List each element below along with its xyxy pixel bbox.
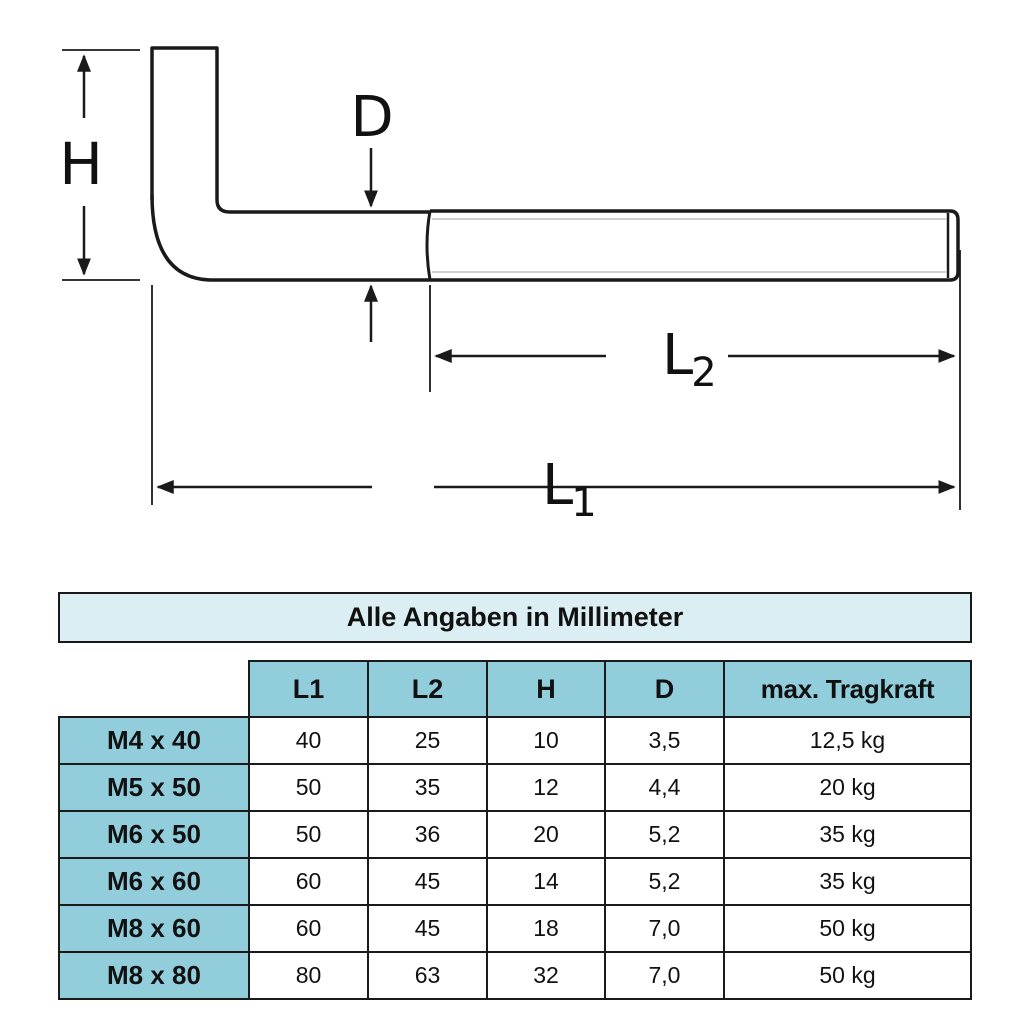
bolt-outline — [150, 46, 960, 282]
dimension-h-label: H — [59, 130, 103, 198]
dimensions-table: L1 L2 H D max. Tragkraft M4 x 40 40 25 1… — [58, 660, 972, 1000]
cell-max-load: 50 kg — [723, 951, 972, 1000]
cell-l1: 40 — [248, 716, 369, 765]
cell-h: 18 — [486, 904, 606, 953]
cell-max-load: 12,5 kg — [723, 716, 972, 765]
table-row: M6 x 50 50 36 20 5,2 35 kg — [58, 810, 972, 859]
header-max-load: max. Tragkraft — [723, 660, 972, 718]
header-l2: L2 — [367, 660, 488, 718]
cell-max-load: 35 kg — [723, 857, 972, 906]
cell-d: 5,2 — [604, 857, 725, 906]
cell-h: 20 — [486, 810, 606, 859]
row-size-label: M6 x 50 — [58, 810, 250, 859]
thread-lines — [432, 218, 946, 273]
dimension-d-label: D — [350, 85, 393, 150]
header-d: D — [604, 660, 725, 718]
cell-l1: 80 — [248, 951, 369, 1000]
cell-d: 5,2 — [604, 810, 725, 859]
row-size-label: M8 x 80 — [58, 951, 250, 1000]
table-row: M8 x 60 60 45 18 7,0 50 kg — [58, 904, 972, 953]
cell-l2: 45 — [367, 857, 488, 906]
cell-d: 3,5 — [604, 716, 725, 765]
header-l1: L1 — [248, 660, 369, 718]
row-size-label: M6 x 60 — [58, 857, 250, 906]
table-title: Alle Angaben in Millimeter — [58, 592, 972, 643]
cell-l2: 36 — [367, 810, 488, 859]
cell-l2: 45 — [367, 904, 488, 953]
cell-d: 7,0 — [604, 951, 725, 1000]
cell-h: 14 — [486, 857, 606, 906]
cell-h: 10 — [486, 716, 606, 765]
cell-l2: 25 — [367, 716, 488, 765]
extension-lines — [62, 49, 961, 510]
row-size-label: M8 x 60 — [58, 904, 250, 953]
cell-l1: 60 — [248, 857, 369, 906]
table-row: M4 x 40 40 25 10 3,5 12,5 kg — [58, 716, 972, 765]
cell-d: 7,0 — [604, 904, 725, 953]
dimension-l1-label: L1 — [542, 453, 597, 526]
cell-d: 4,4 — [604, 763, 725, 812]
cell-h: 32 — [486, 951, 606, 1000]
cell-h: 12 — [486, 763, 606, 812]
header-blank-cell — [59, 661, 249, 718]
cell-l1: 50 — [248, 763, 369, 812]
table-row: M6 x 60 60 45 14 5,2 35 kg — [58, 857, 972, 906]
hook-bolt-drawing: H D L2 L1 — [59, 46, 961, 526]
table-row: M5 x 50 50 35 12 4,4 20 kg — [58, 763, 972, 812]
row-size-label: M5 x 50 — [58, 763, 250, 812]
cell-l2: 63 — [367, 951, 488, 1000]
cell-max-load: 50 kg — [723, 904, 972, 953]
table-header-row: L1 L2 H D max. Tragkraft — [59, 660, 972, 718]
dimension-l2-label: L2 — [662, 323, 717, 396]
table-row: M8 x 80 80 63 32 7,0 50 kg — [58, 951, 972, 1000]
cell-l1: 60 — [248, 904, 369, 953]
cell-l2: 35 — [367, 763, 488, 812]
cell-l1: 50 — [248, 810, 369, 859]
cell-max-load: 35 kg — [723, 810, 972, 859]
cell-max-load: 20 kg — [723, 763, 972, 812]
header-h: H — [486, 660, 606, 718]
row-size-label: M4 x 40 — [58, 716, 250, 765]
